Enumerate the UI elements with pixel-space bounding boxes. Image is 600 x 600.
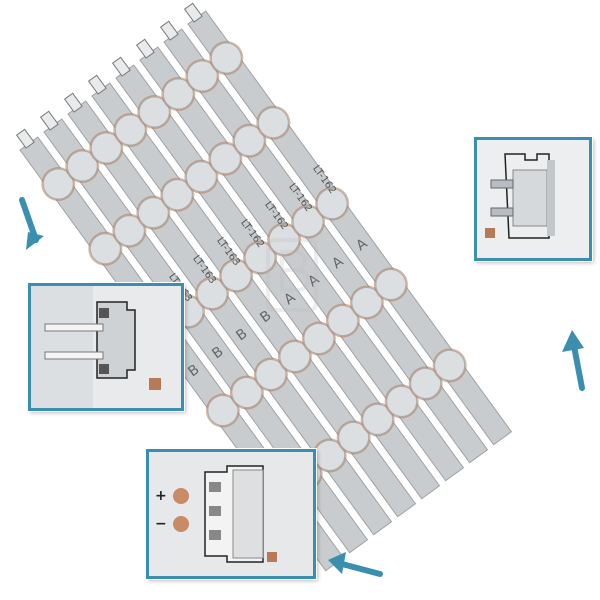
strip-connector xyxy=(111,56,131,77)
led-strips: LT-163BLT-163BLT-163BLT-163BLT-162ALT-16… xyxy=(15,2,513,572)
arrow-up-icon xyxy=(562,330,585,391)
strip-connector xyxy=(159,20,179,41)
strip-connector xyxy=(15,128,35,149)
connector-drawing xyxy=(31,286,181,408)
minus-label: − xyxy=(155,516,167,532)
connector-closeup-bottom: + − xyxy=(146,449,316,579)
strip-connector xyxy=(183,2,203,23)
strip-connector xyxy=(135,38,155,59)
connector-drawing xyxy=(477,140,589,258)
strip-connector xyxy=(63,92,83,113)
connector-closeup-left xyxy=(28,283,184,411)
watermark-logo xyxy=(266,238,318,312)
strip-connector xyxy=(87,74,107,95)
led-lens xyxy=(375,269,407,301)
arrow-down-left-icon xyxy=(19,197,44,250)
led-lens xyxy=(257,107,289,139)
plus-label: + xyxy=(155,488,167,504)
led-lens xyxy=(210,42,242,74)
strip-connector xyxy=(39,110,59,131)
arrow-left-icon xyxy=(328,552,383,577)
led-lens xyxy=(316,188,348,220)
led-lens xyxy=(434,349,466,381)
connector-closeup-top-right xyxy=(474,137,592,261)
connector-drawing: + − xyxy=(149,452,313,576)
